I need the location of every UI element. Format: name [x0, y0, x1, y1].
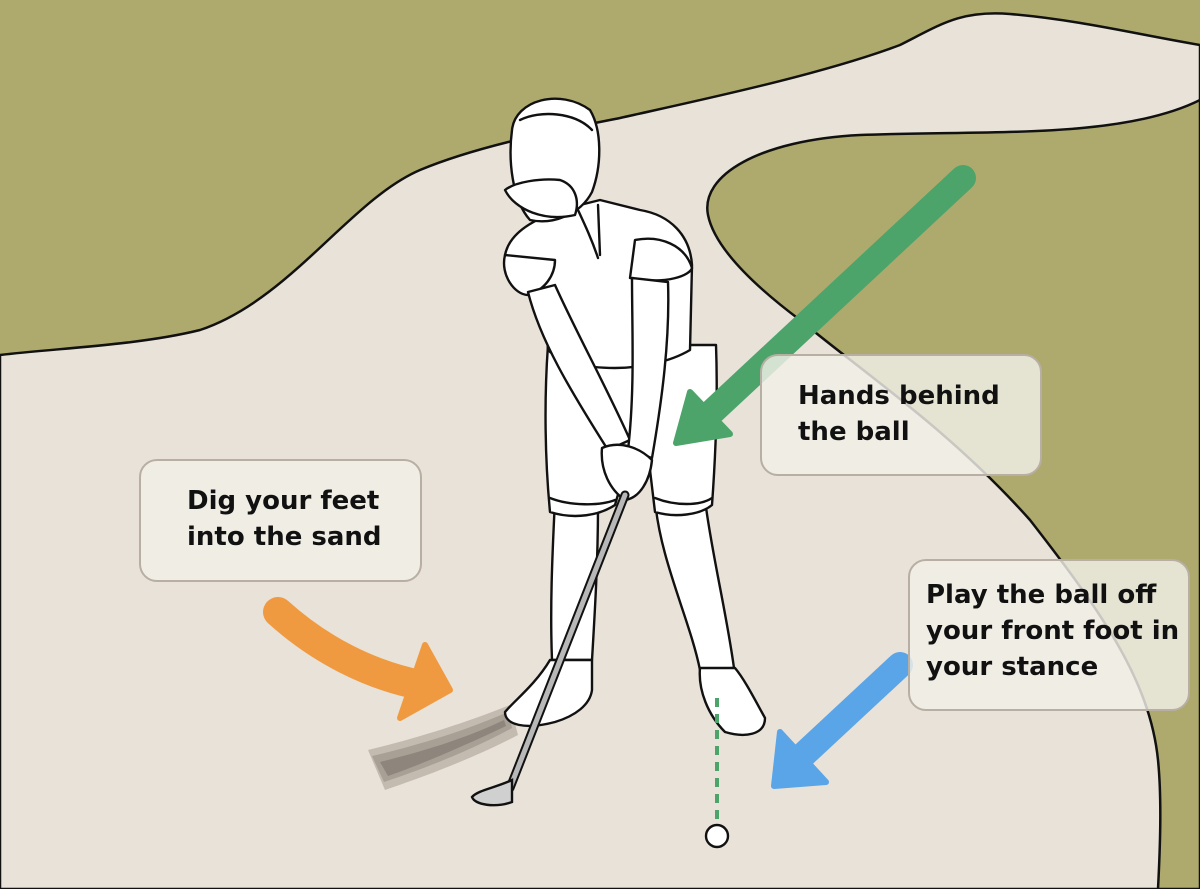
callout-line: your front foot in [926, 616, 1180, 646]
callout-line: your stance [926, 652, 1099, 682]
callout-line: into the sand [187, 522, 382, 552]
curved-arrow-icon [263, 597, 453, 721]
arrow-down-left-icon [771, 652, 913, 789]
golf-ball [704, 823, 730, 849]
callout-ball-position: Play the ball off your front foot in you… [908, 559, 1190, 711]
callout-dig-feet: Dig your feet into the sand [139, 459, 422, 582]
callout-hands-behind-ball: Hands behind the ball [760, 354, 1042, 476]
callout-line: the ball [798, 417, 910, 447]
callout-line: Dig your feet [187, 486, 380, 516]
golf-club [470, 490, 630, 807]
callout-line: Hands behind [798, 381, 1000, 411]
sand-splash [368, 705, 518, 790]
golfer-illustration [502, 97, 767, 736]
arrow-down-left-icon [673, 165, 976, 446]
callout-line: Play the ball off [926, 580, 1157, 610]
